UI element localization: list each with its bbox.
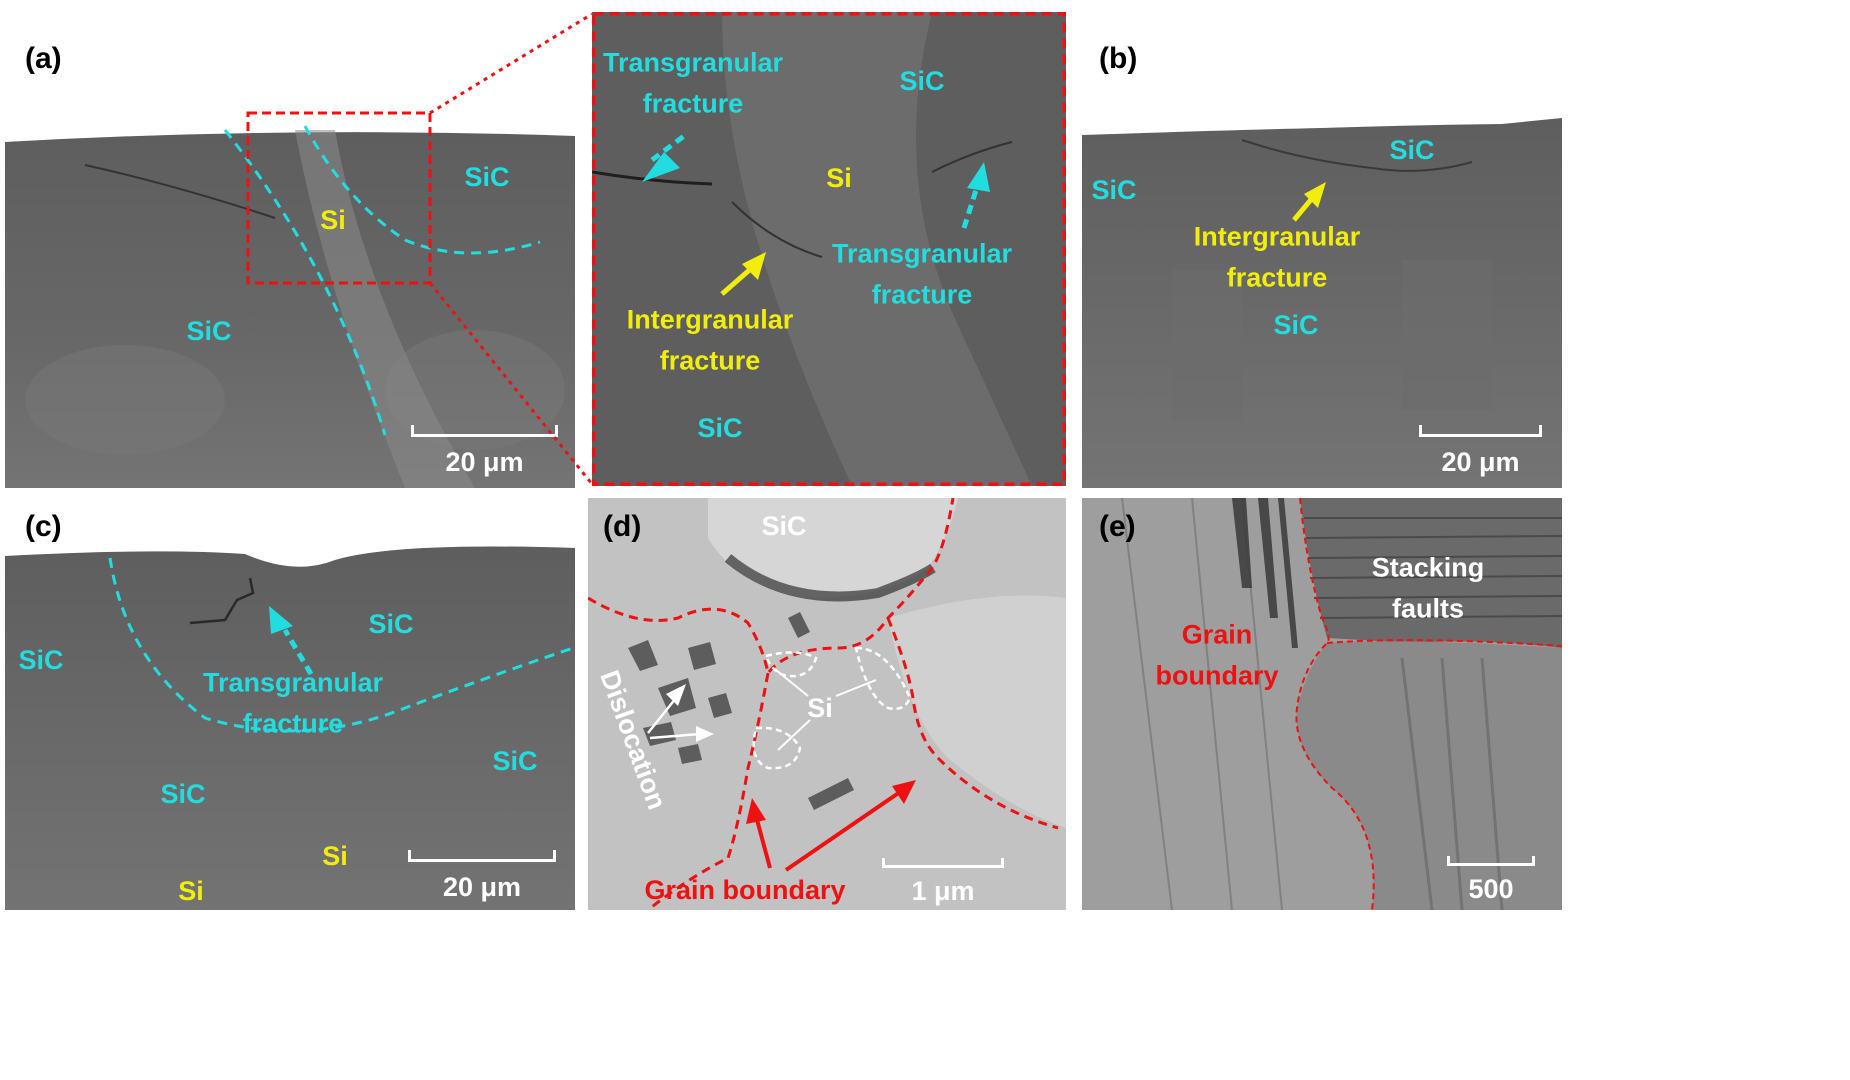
label-si: Si (807, 692, 833, 723)
grain-boundary-line-lower (647, 672, 770, 910)
label-si-2: Si (178, 875, 204, 906)
panel-zoom-graphics (592, 12, 1066, 486)
label-sic: SiC (761, 510, 807, 541)
label-sic-left: SiC (186, 315, 232, 346)
label-sic-left: SiC (1091, 174, 1137, 205)
zoom-region-box (246, 111, 432, 285)
si-boundary-line-left (223, 129, 387, 436)
label-sic-bottom: SiC (697, 412, 743, 443)
si-boundary-line-right (303, 125, 541, 255)
label-si-1: Si (322, 840, 348, 871)
grain-boundary-line (1295, 498, 1375, 910)
grain-boundary-line-horizontal (1326, 639, 1562, 647)
panel-label-c: (c) (25, 510, 62, 543)
grain-boundary-line-right (886, 617, 1059, 830)
grain-boundary-line-upper (588, 498, 955, 677)
panel-label-e: (e) (1099, 510, 1136, 543)
label-sic-center: SiC (1273, 309, 1319, 340)
label-sic-top: SiC (368, 608, 414, 639)
label-si: Si (320, 204, 346, 235)
label-sic-top: SiC (899, 65, 945, 96)
label-sic-left: SiC (18, 644, 64, 675)
boundary-line (108, 557, 574, 733)
panel-b-graphics (1082, 118, 1562, 488)
panel-c-graphics (5, 546, 575, 910)
panel-d-graphics (588, 498, 1066, 910)
label-sic-top: SiC (464, 161, 510, 192)
panel-label-a: (a) (25, 42, 62, 75)
label-sic-right: SiC (492, 745, 538, 776)
label-si: Si (826, 162, 852, 193)
label-sic-top: SiC (1389, 134, 1435, 165)
label-sic-center: SiC (160, 778, 206, 809)
panel-label-b: (b) (1099, 42, 1138, 75)
panel-label-d: (d) (603, 510, 642, 543)
panel-e-graphics (1082, 498, 1562, 910)
label-grain-boundary: Grain boundary (644, 874, 846, 905)
panel-d-image: SiC Dislocation Si Grain boundary 1 μm (588, 498, 1066, 910)
panel-a-image: Si SiC SiC 20 μm (5, 90, 575, 488)
